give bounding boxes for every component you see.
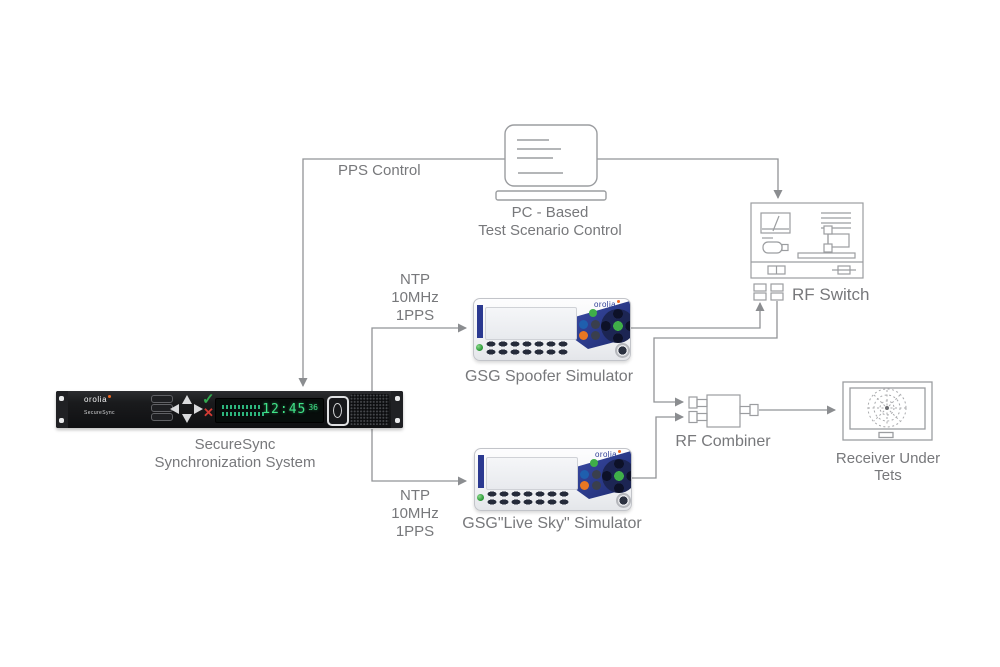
orange-button (579, 331, 588, 340)
nav-pad-icon (602, 459, 631, 493)
dark-button (592, 481, 601, 490)
livesky-to-combiner-line (629, 412, 685, 479)
device-screen (486, 457, 578, 490)
screw-icon (59, 396, 64, 401)
arrow-left-icon (170, 404, 179, 414)
pc-label: PC - Based Test Scenario Control (460, 204, 640, 240)
dark-button (592, 470, 601, 479)
brand-logo: orolia (594, 300, 620, 309)
matrix-text-row (222, 412, 266, 416)
dark-button (591, 331, 600, 340)
clock-readout: 12:45 36 (262, 402, 318, 417)
rf-switch-label: RF Switch (792, 285, 870, 304)
clock-time: 12:45 (262, 402, 307, 417)
securesync-label-line2: Synchronization System (154, 454, 316, 471)
vent-grille (350, 394, 389, 425)
rf-switch-icon (750, 202, 864, 301)
rotary-knob (615, 343, 630, 358)
blue-accent-bar (478, 455, 484, 488)
signal-10mhz: 10MHz (391, 289, 439, 306)
signals-top-label: NTP 10MHz 1PPS (375, 271, 455, 325)
arrow-right-icon (194, 404, 203, 414)
power-led (476, 344, 483, 351)
securesync-to-livesky-line (371, 429, 468, 486)
device-screen (485, 307, 577, 340)
keypad (485, 340, 569, 356)
orange-button (580, 481, 589, 490)
green-button (590, 459, 598, 467)
brand-logo: orolia (84, 395, 111, 404)
db-connector-icon (327, 396, 349, 426)
pc-label-line2: Test Scenario Control (478, 222, 622, 239)
pps-control-line (298, 158, 505, 388)
signal-1pps: 1PPS (395, 307, 435, 324)
connector-oval (333, 403, 342, 418)
power-led (477, 494, 484, 501)
laptop-icon (495, 124, 607, 201)
securesync-device: orolia SecureSync ✓ ✕ 12:45 36 (56, 391, 403, 428)
blue-accent-bar (477, 305, 483, 338)
green-button (589, 309, 597, 317)
arrow-up-icon (182, 395, 192, 404)
signal-10mhz: 10MHz (391, 505, 439, 522)
dark-button (591, 320, 600, 329)
pc-label-line1: PC - Based (511, 204, 589, 221)
blue-button (579, 320, 588, 329)
receiver-label-line1: Receiver Under (835, 450, 941, 467)
keypad (486, 490, 570, 506)
rotary-knob (616, 493, 631, 508)
model-name: SecureSync (84, 410, 115, 416)
securesync-label-line1: SecureSync (194, 436, 276, 453)
rack-ear-right (391, 391, 403, 428)
blue-button (580, 470, 589, 479)
securesync-label: SecureSync Synchronization System (135, 436, 335, 472)
signals-bottom-label: NTP 10MHz 1PPS (375, 487, 455, 541)
front-panel-button (151, 395, 173, 403)
rfswitch-to-combiner-line (653, 301, 778, 407)
signal-ntp: NTP (400, 487, 430, 504)
led-display: 12:45 36 (215, 398, 324, 423)
front-panel-button (151, 413, 173, 421)
connector-lines (298, 158, 837, 486)
rf-combiner-icon (688, 394, 759, 428)
nav-pad-icon (601, 309, 630, 343)
gsg-spoofer-label: GSG Spoofer Simulator (464, 368, 634, 385)
pps-control-label: PPS Control (338, 162, 421, 179)
brand-logo: orolia (595, 450, 621, 459)
clock-seconds: 36 (308, 403, 318, 412)
screw-icon (59, 418, 64, 423)
matrix-text-row (222, 405, 260, 409)
arrow-down-icon (182, 414, 192, 423)
receiver-label-line2: Tets (874, 467, 902, 484)
signal-1pps: 1PPS (395, 523, 435, 540)
rf-combiner-label: RF Combiner (675, 433, 771, 450)
receiver-label: Receiver Under Tets (818, 450, 958, 484)
gsg-livesky-device: orolia (474, 448, 632, 511)
screw-icon (395, 418, 400, 423)
signal-ntp: NTP (400, 271, 430, 288)
check-icon: ✓ (202, 391, 215, 408)
x-icon: ✕ (203, 405, 214, 420)
securesync-to-spoofer-line (371, 323, 468, 391)
receiver-monitor-icon (842, 381, 933, 441)
screw-icon (395, 396, 400, 401)
gsg-spoofer-device: orolia (473, 298, 631, 361)
spoofer-to-rfswitch-line (630, 301, 765, 329)
gsg-livesky-label: GSG"Live Sky" Simulator (462, 515, 642, 532)
pc-to-rfswitch-line (597, 158, 783, 200)
rack-ear-left (56, 391, 68, 428)
